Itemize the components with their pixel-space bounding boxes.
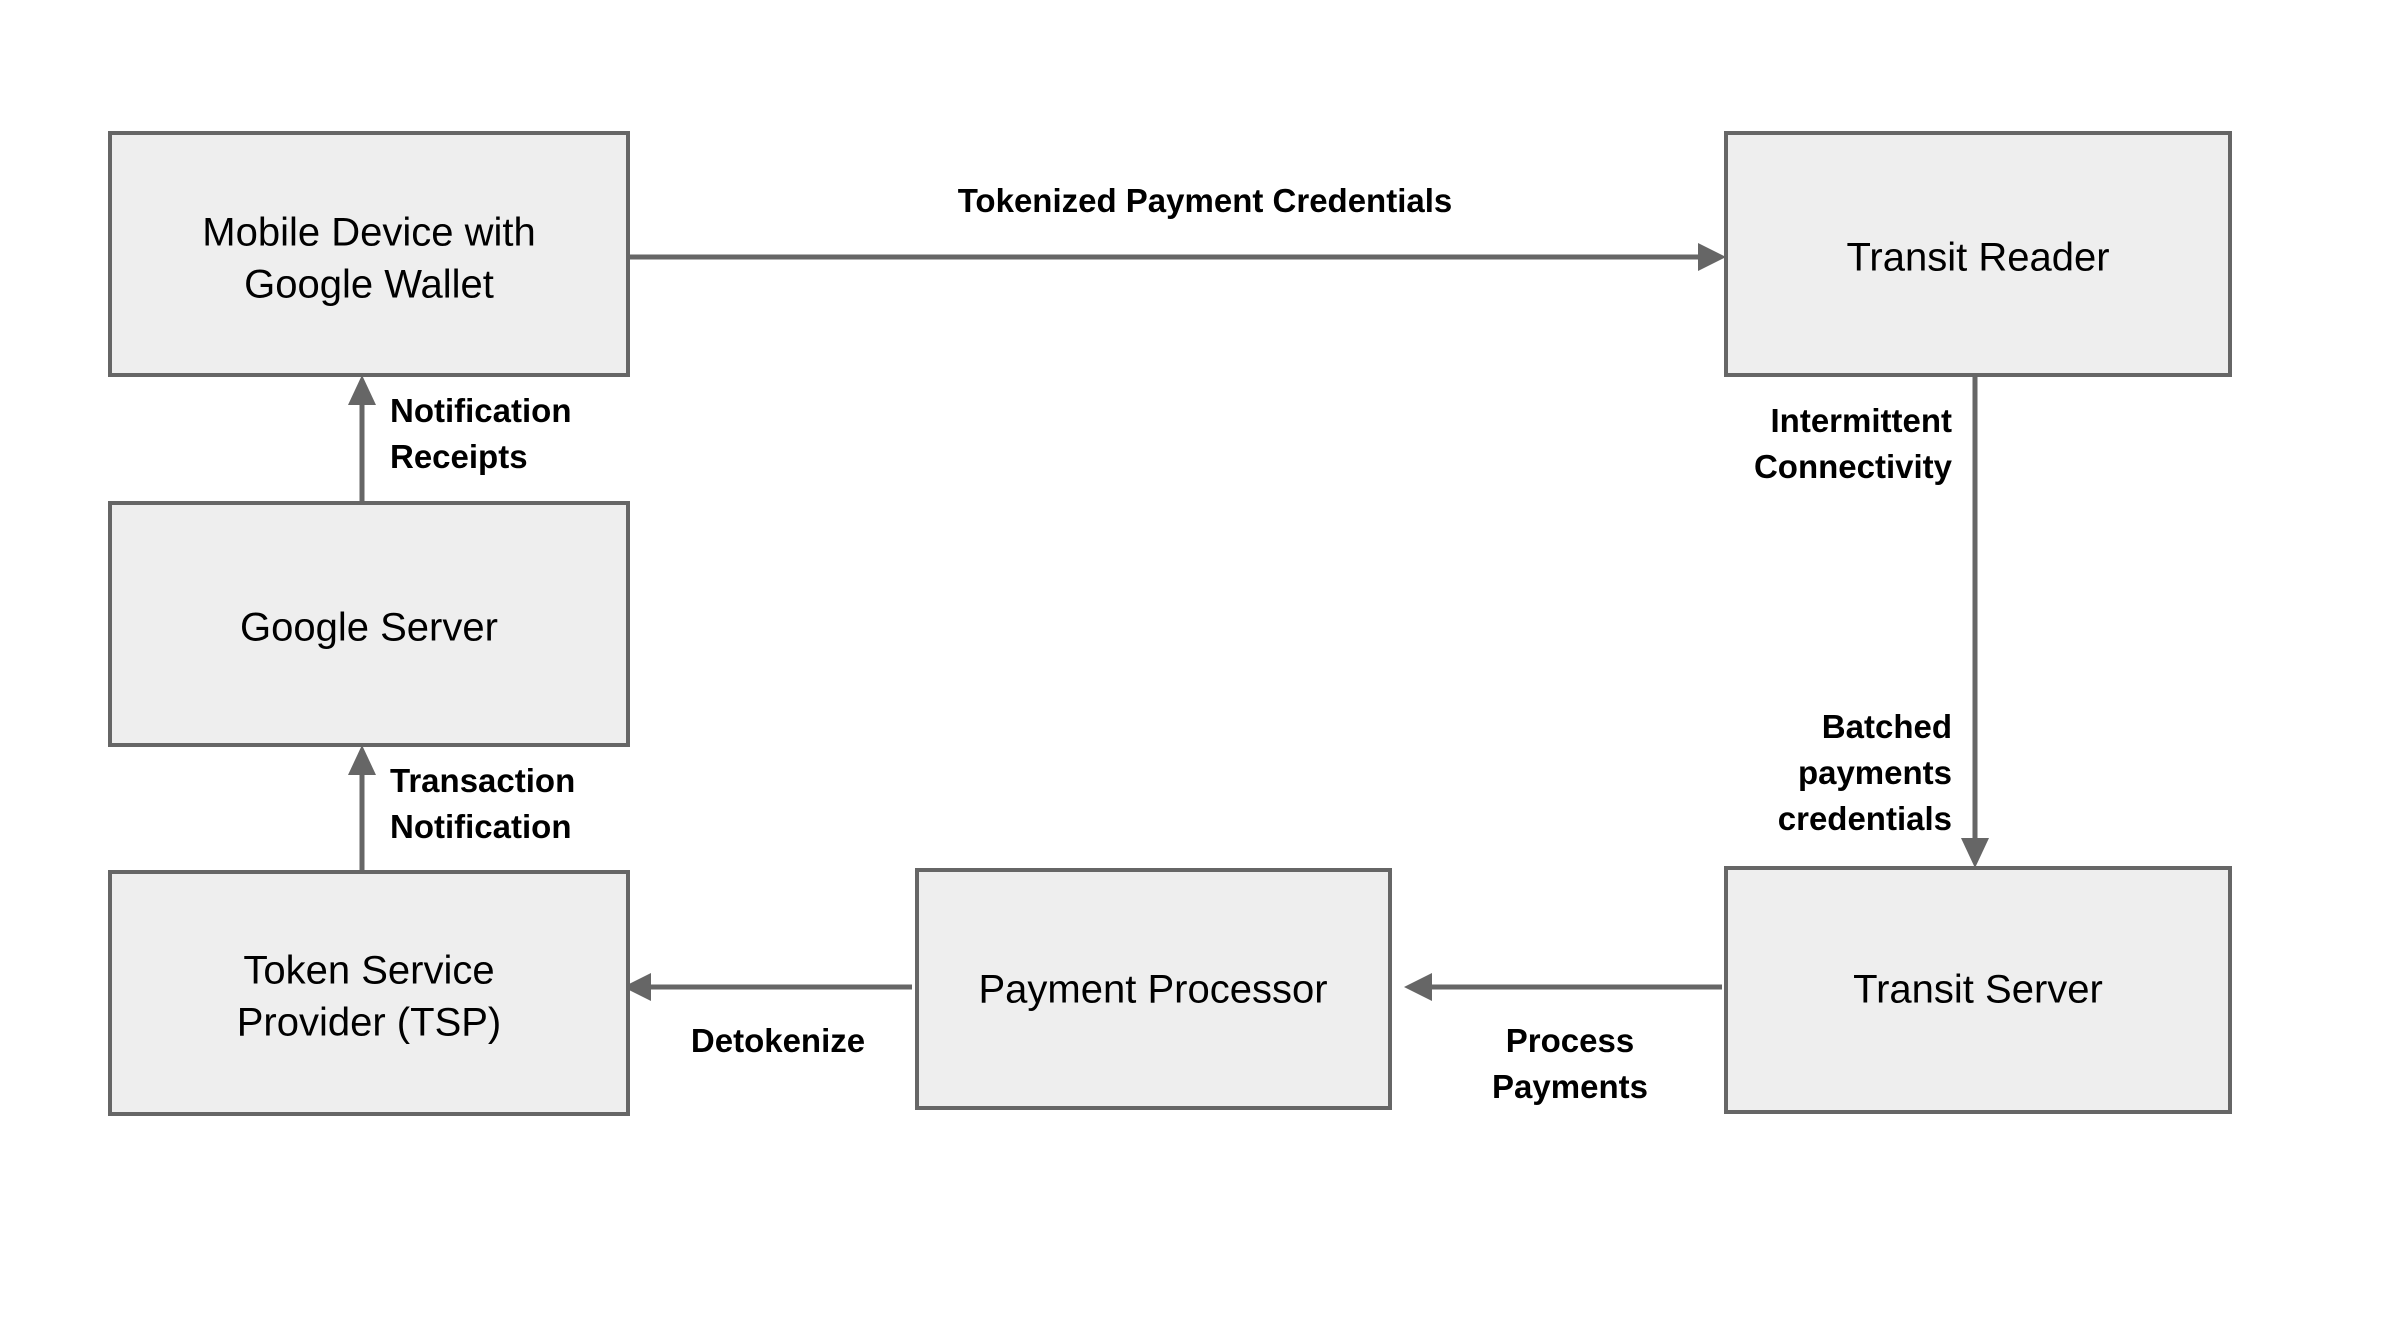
node-payment-processor[interactable]: Payment Processor (915, 868, 1392, 1110)
edge-label-notification-receipts-line1: Notification (390, 392, 571, 429)
node-label-transit-reader: Transit Reader (1846, 236, 2109, 280)
edge-label-process-payments-line2: Payments (1492, 1068, 1648, 1105)
edge-label-transaction-notification-line1: Transaction (390, 762, 575, 799)
arrowhead-transaction-notification (348, 745, 376, 775)
node-rect-google-server[interactable] (108, 501, 630, 747)
node-label-payment-processor: Payment Processor (978, 968, 1327, 1012)
edge-label-batched-payments-credentials-line2: payments (1798, 754, 1952, 791)
node-rect-transit-reader[interactable] (1724, 131, 2232, 377)
arrowhead-process-payments (1404, 973, 1432, 1001)
node-token-service-provider[interactable]: Token Service Provider (TSP) (108, 870, 630, 1116)
edge-notification-receipts: Notification Receipts (348, 375, 571, 502)
edge-label-tokenized-payment-credentials: Tokenized Payment Credentials (958, 182, 1453, 219)
arrowhead-tokenized-payment-credentials (1698, 243, 1726, 271)
node-label-mobile-device-line2: Google Wallet (244, 263, 494, 307)
node-mobile-device[interactable]: Mobile Device with Google Wallet (108, 131, 630, 377)
edge-label-process-payments-line1: Process (1506, 1022, 1634, 1059)
node-label-mobile-device-line1: Mobile Device with (202, 211, 535, 255)
edge-process-payments: Process Payments (1404, 973, 1722, 1105)
edge-label-batched-payments-credentials-line3: credentials (1778, 800, 1952, 837)
node-label-google-server: Google Server (240, 606, 498, 650)
node-transit-reader[interactable]: Transit Reader (1724, 131, 2232, 377)
edge-transit-reader-to-transit-server: Intermittent Connectivity Batched paymen… (1754, 375, 1989, 868)
node-rect-transit-server[interactable] (1724, 866, 2232, 1114)
edge-label-detokenize: Detokenize (691, 1022, 865, 1059)
edge-label-intermittent-connectivity-line1: Intermittent (1771, 402, 1953, 439)
node-label-transit-server: Transit Server (1853, 968, 2103, 1012)
edge-detokenize: Detokenize (623, 973, 912, 1059)
arrowhead-transit-reader-to-transit-server (1961, 838, 1989, 868)
edge-tokenized-payment-credentials: Tokenized Payment Credentials (606, 182, 1726, 271)
node-rect-token-service-provider[interactable] (108, 870, 630, 1116)
arrowhead-notification-receipts (348, 375, 376, 405)
arrowhead-detokenize (623, 973, 651, 1001)
node-rect-payment-processor[interactable] (915, 868, 1392, 1110)
node-google-server[interactable]: Google Server (108, 501, 630, 747)
node-transit-server[interactable]: Transit Server (1724, 866, 2232, 1114)
edge-label-notification-receipts-line2: Receipts (390, 438, 528, 475)
node-label-token-service-provider-line2: Provider (TSP) (237, 1001, 502, 1045)
edge-label-batched-payments-credentials-line1: Batched (1822, 708, 1952, 745)
edge-label-intermittent-connectivity-line2: Connectivity (1754, 448, 1953, 485)
node-label-token-service-provider-line1: Token Service (243, 949, 494, 993)
node-rect-mobile-device[interactable] (108, 131, 630, 377)
edge-transaction-notification: Transaction Notification (348, 745, 575, 872)
edge-label-transaction-notification-line2: Notification (390, 808, 571, 845)
